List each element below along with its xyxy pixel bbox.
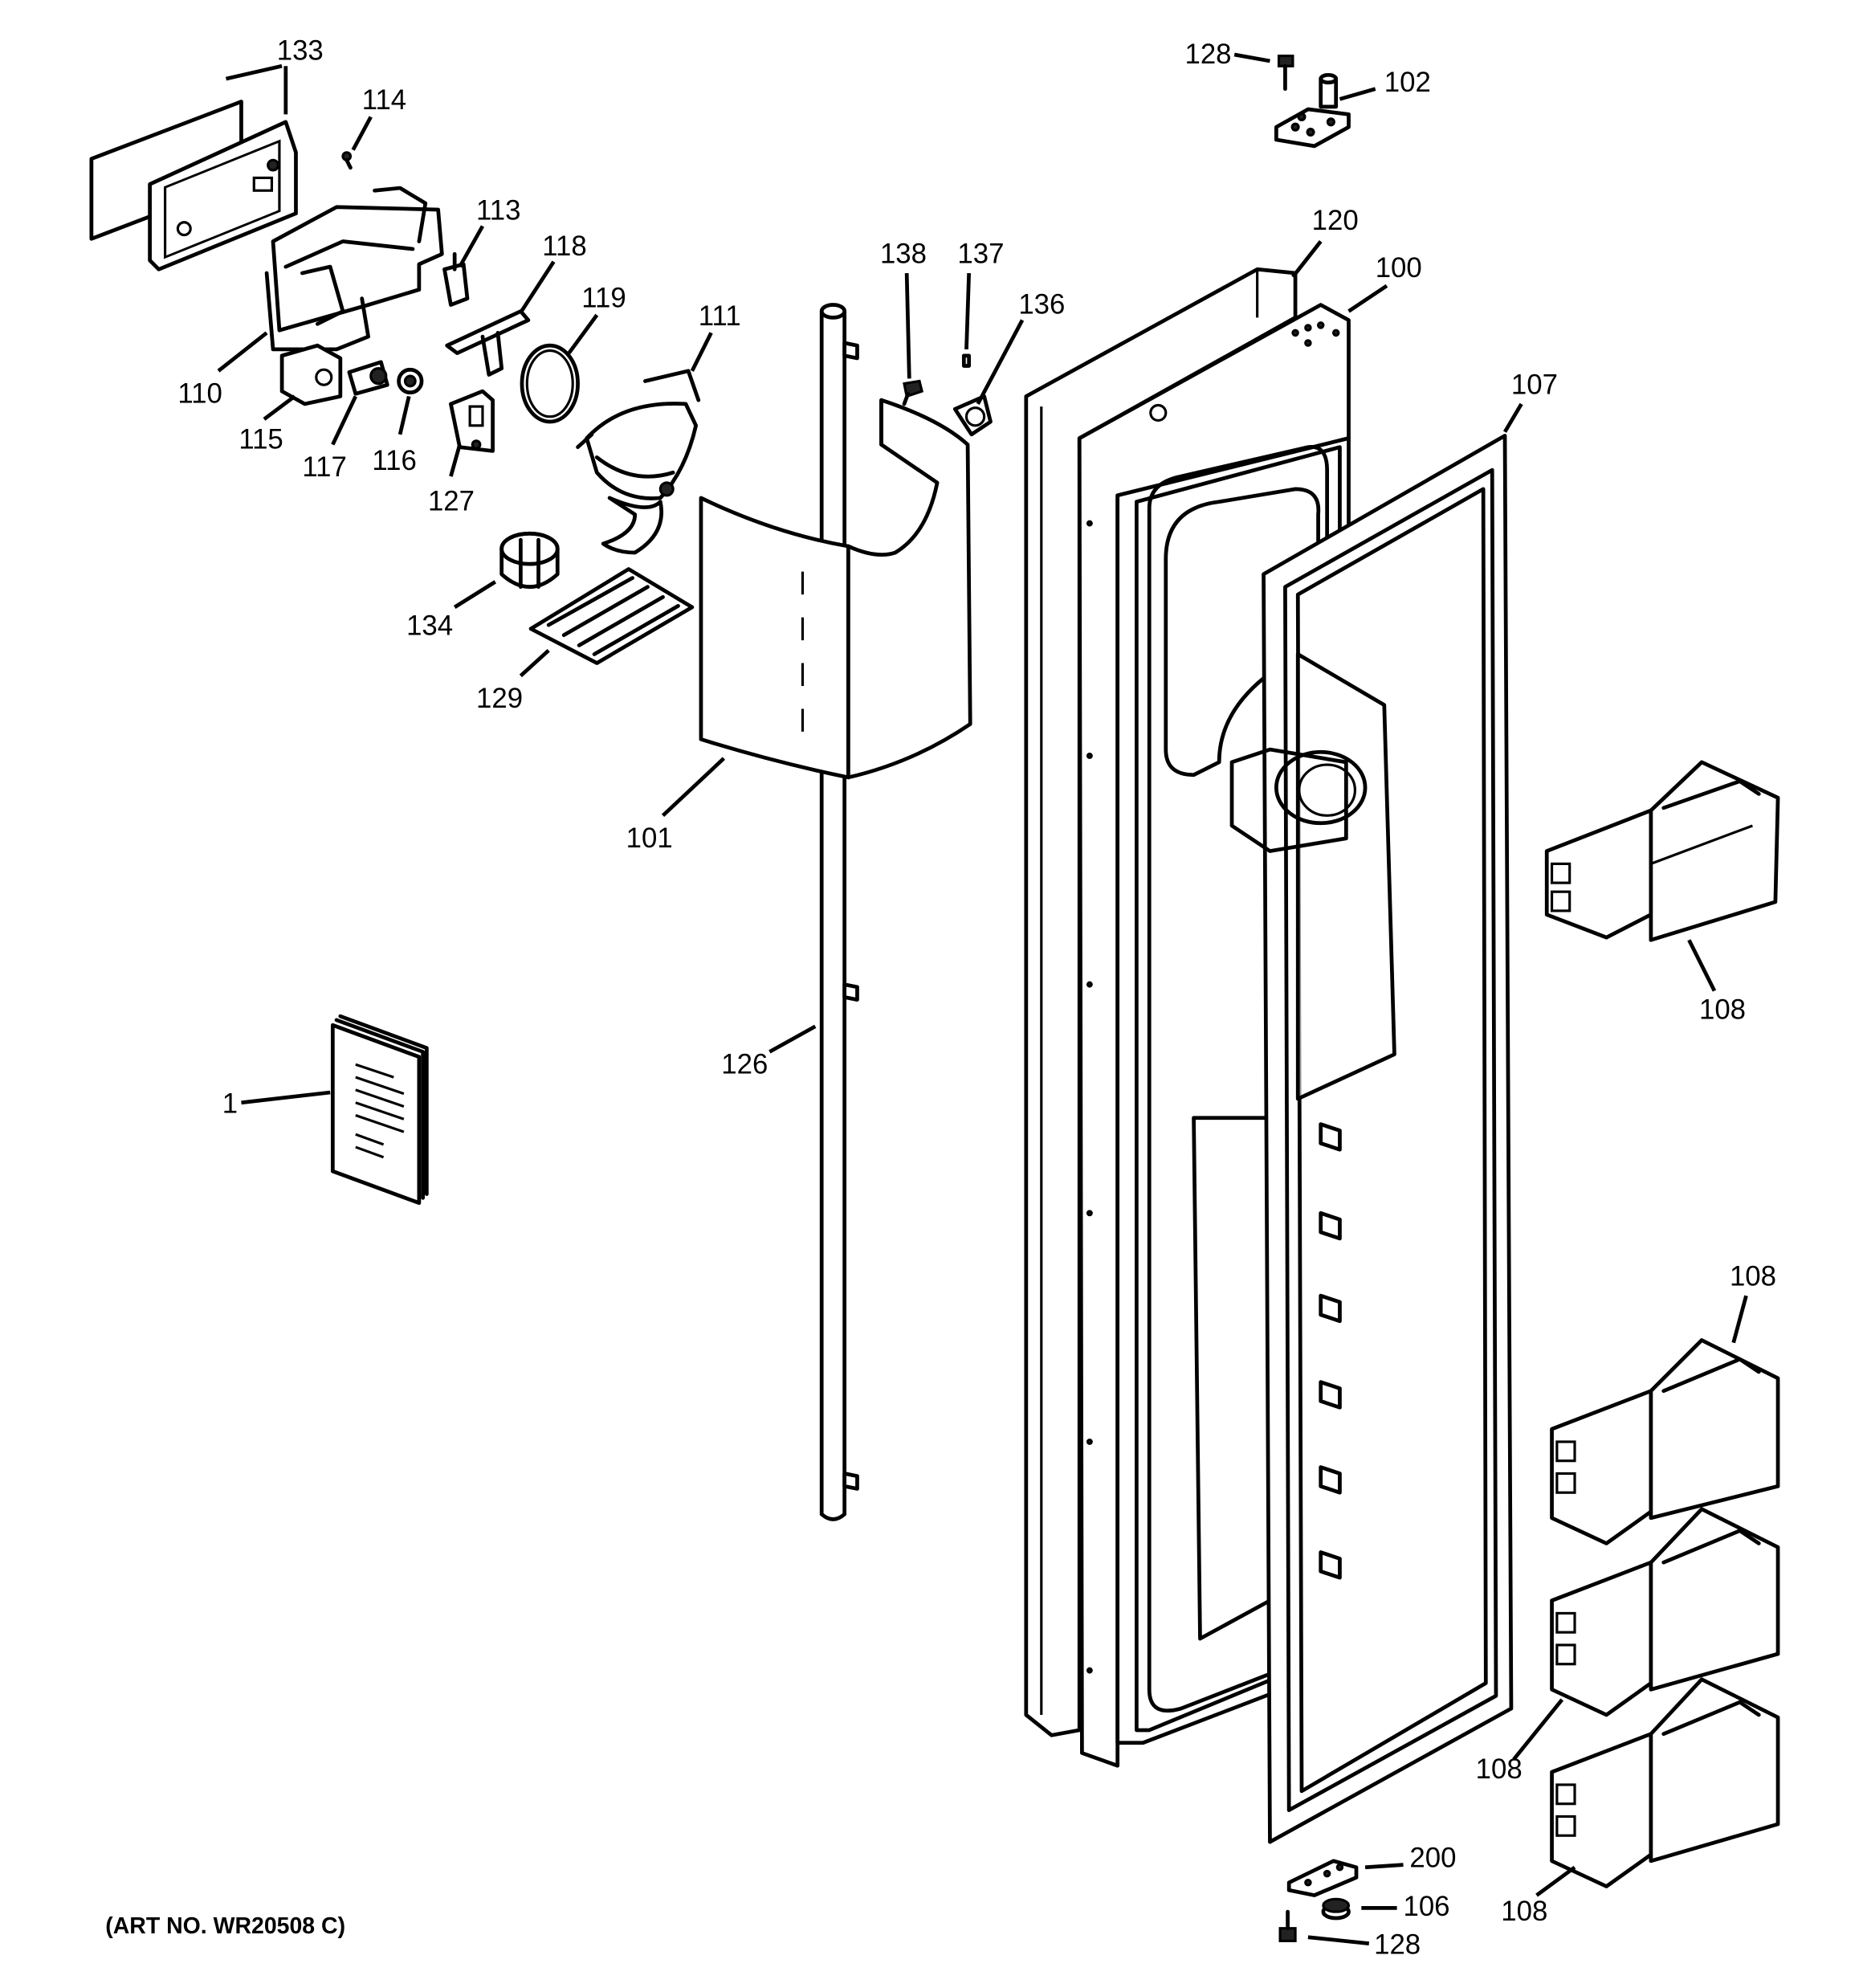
- gear-116: [397, 367, 424, 395]
- auger-117: [347, 360, 389, 396]
- hinge-screw-128-bottom: [1278, 1909, 1297, 1943]
- solenoid-127: [449, 389, 495, 453]
- callout-101: 101: [626, 823, 673, 854]
- callout-108-c: 108: [1476, 1754, 1523, 1785]
- control-panel-133: [89, 100, 298, 271]
- door-bin-108-2: [1550, 1338, 1780, 1545]
- callout-116: 116: [372, 446, 416, 476]
- dispenser-housing-110: [264, 186, 444, 352]
- pin-137: [961, 353, 972, 368]
- callout-numbers: 133 114 113 118 119 111 110 115 117 116 …: [177, 35, 1776, 1960]
- callout-108-b: 108: [1730, 1261, 1776, 1292]
- door-bin-108-1: [1544, 760, 1780, 942]
- callout-136: 136: [1018, 290, 1065, 320]
- callout-120: 120: [1312, 206, 1359, 236]
- bottom-hinge-200: [1286, 1859, 1359, 1897]
- screw-114: [341, 151, 353, 170]
- callout-110: 110: [177, 378, 222, 409]
- callout-134: 134: [406, 611, 453, 642]
- door-bin-108-3: [1550, 1507, 1780, 1717]
- door-bin-108-4: [1550, 1677, 1780, 1888]
- o-ring-119: [520, 343, 580, 424]
- callout-138: 138: [880, 239, 927, 269]
- callout-128-bottom: 128: [1374, 1929, 1421, 1960]
- ice-chute-111: [576, 369, 701, 555]
- shelf-clips: [1319, 1122, 1342, 1580]
- callout-108-d: 108: [1501, 1896, 1547, 1927]
- callout-115: 115: [238, 424, 283, 455]
- callout-106: 106: [1404, 1892, 1450, 1922]
- callout-117: 117: [302, 452, 346, 483]
- callout-119: 119: [581, 284, 626, 314]
- cup-134: [499, 531, 560, 590]
- clip-136: [952, 394, 993, 437]
- bushing-106: [1321, 1897, 1351, 1921]
- callout-129: 129: [476, 684, 523, 714]
- callout-1: 1: [222, 1088, 238, 1119]
- hinge-screw-128-top: [1277, 55, 1294, 92]
- bracket-118: [445, 309, 531, 377]
- callout-111: 111: [699, 301, 741, 332]
- callout-128-top: 128: [1185, 39, 1232, 70]
- owners-manual-1: [330, 1014, 429, 1206]
- callout-100: 100: [1376, 253, 1422, 284]
- callout-133: 133: [277, 35, 324, 66]
- screw-138: [902, 379, 924, 406]
- callout-118: 118: [542, 231, 586, 262]
- callout-102: 102: [1384, 67, 1431, 98]
- callout-114: 114: [362, 85, 406, 116]
- callout-137: 137: [957, 239, 1004, 269]
- recess-cover-101: [699, 398, 972, 780]
- motor-115: [279, 343, 343, 406]
- callout-200: 200: [1409, 1843, 1456, 1874]
- art-number: (ART NO. WR20508 C): [105, 1913, 345, 1939]
- callout-127: 127: [428, 487, 475, 517]
- leader-lines: [217, 52, 1748, 1945]
- top-hinge-102: [1274, 72, 1351, 149]
- callout-107: 107: [1511, 369, 1558, 400]
- dispenser-cavity: [1229, 652, 1396, 1101]
- callout-126: 126: [721, 1049, 768, 1080]
- switch-113: [442, 251, 470, 307]
- callout-113: 113: [476, 196, 520, 227]
- door-gasket-107: [1262, 434, 1514, 1844]
- heater-rod-126: [819, 303, 859, 1521]
- drip-grille-129: [528, 567, 695, 665]
- callout-108-a: 108: [1699, 994, 1746, 1025]
